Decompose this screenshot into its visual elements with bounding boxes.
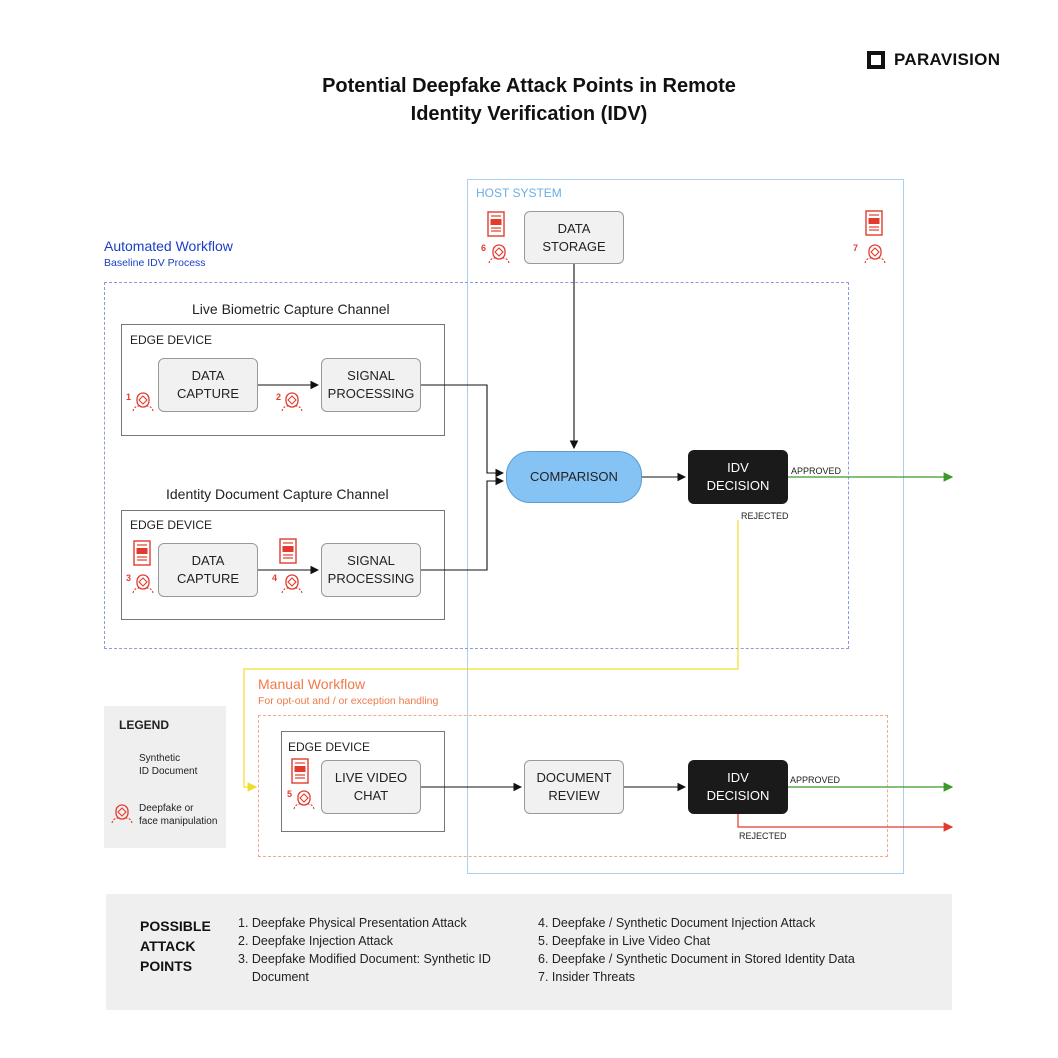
face-icon: [488, 244, 510, 264]
attack-points-panel: [106, 894, 952, 1010]
title-line-1: Potential Deepfake Attack Points in Remo…: [322, 75, 736, 97]
node-text: IDV: [727, 460, 749, 475]
live-video-chat-node: LIVE VIDEO CHAT: [321, 760, 421, 814]
node-text: CAPTURE: [176, 571, 240, 586]
approved-label-auto: APPROVED: [791, 466, 842, 476]
face-icon: [281, 574, 303, 594]
legend-text: ID Document: [139, 766, 198, 777]
channel-bio-title: Live Biometric Capture Channel: [192, 301, 390, 317]
face-icon: [132, 574, 154, 594]
attack-number-6: 6: [481, 243, 487, 253]
signal-processing-doc-node: SIGNAL PROCESSING: [321, 543, 421, 597]
node-text: DOCUMENT: [536, 770, 612, 785]
face-icon: [864, 244, 886, 264]
node-text: STORAGE: [542, 238, 606, 254]
legend-panel: [104, 706, 226, 848]
edge-device-bio-label: EDGE DEVICE: [130, 333, 213, 347]
document-icon: [487, 211, 505, 237]
comparison-node: COMPARISON: [506, 451, 642, 503]
face-icon: [281, 392, 303, 412]
face-icon: [293, 790, 315, 810]
attack-number-7: 7: [853, 243, 859, 253]
paravision-logo: PARAVISION: [866, 48, 1000, 72]
legend-text: face manipulation: [139, 816, 218, 827]
face-icon: [111, 804, 133, 824]
attack-point-item: 5. Deepfake in Live Video Chat: [538, 934, 711, 948]
document-icon: [133, 540, 151, 566]
legend-title: LEGEND: [119, 718, 170, 732]
manual-workflow-subtitle: For opt-out and / or exception handling: [258, 695, 439, 707]
node-text: DATA: [191, 368, 225, 383]
title-line-2: Identity Verification (IDV): [410, 103, 648, 125]
approved-label-manual: APPROVED: [790, 775, 841, 785]
page-title: Potential Deepfake Attack Points in Remo…: [0, 72, 1058, 128]
attack-points-title: POSSIBLE ATTACK POINTS: [140, 916, 211, 976]
paravision-logo-icon: [867, 51, 885, 69]
rejected-label-manual: REJECTED: [739, 831, 787, 841]
document-icon: [865, 210, 883, 236]
automated-workflow-title: Automated Workflow: [104, 238, 233, 254]
legend-text: Deepfake or: [139, 803, 194, 814]
node-text: SIGNAL: [347, 553, 395, 568]
logo-text: PARAVISION: [894, 50, 1001, 69]
attack-title-line: POINTS: [140, 958, 193, 974]
signal-processing-bio-node: SIGNAL PROCESSING: [321, 358, 421, 412]
attack-point-item: Document: [238, 970, 309, 984]
attack-points-list-right: 4. Deepfake / Synthetic Document Injecti…: [538, 914, 855, 986]
node-text: LIVE VIDEO: [334, 770, 408, 785]
idv-decision-manual-node: IDV DECISION: [688, 760, 788, 814]
attack-number-2: 2: [276, 392, 282, 402]
node-text: COMPARISON: [530, 469, 618, 484]
attack-point-item: 6. Deepfake / Synthetic Document in Stor…: [538, 952, 855, 966]
attack-point-item: 2. Deepfake Injection Attack: [238, 934, 393, 948]
idv-decision-auto-node: IDV DECISION: [688, 450, 788, 504]
attack-number-3: 3: [126, 573, 132, 583]
automated-workflow-subtitle: Baseline IDV Process: [104, 257, 206, 269]
edge-device-manual-label: EDGE DEVICE: [288, 740, 371, 754]
attack-point-item: 7. Insider Threats: [538, 970, 636, 984]
node-text: DATA: [557, 220, 591, 236]
node-text: SIGNAL: [347, 368, 395, 383]
node-text: IDV: [727, 770, 749, 785]
document-review-node: DOCUMENT REVIEW: [524, 760, 624, 814]
manual-workflow-title: Manual Workflow: [258, 676, 366, 692]
attack-number-5: 5: [287, 789, 293, 799]
attack-number-4: 4: [272, 573, 278, 583]
document-icon: [291, 758, 309, 784]
channel-doc-title: Identity Document Capture Channel: [166, 486, 389, 502]
attack-point-item: 4. Deepfake / Synthetic Document Injecti…: [538, 916, 816, 930]
document-icon: [279, 538, 297, 564]
data-capture-doc-node: DATA CAPTURE: [158, 543, 258, 597]
rejected-label-auto: REJECTED: [741, 511, 789, 521]
legend-text: Synthetic: [139, 753, 181, 764]
attack-title-line: POSSIBLE: [140, 918, 211, 934]
legend-synthetic-label: Synthetic ID Document: [139, 752, 197, 778]
node-text: DATA: [191, 553, 225, 568]
node-text: DECISION: [706, 478, 770, 493]
node-text: CHAT: [353, 788, 389, 803]
node-text: CAPTURE: [176, 386, 240, 401]
face-icon: [132, 392, 154, 412]
attack-number-1: 1: [126, 392, 132, 402]
edge-device-doc-label: EDGE DEVICE: [130, 518, 213, 532]
legend-deepfake-label: Deepfake or face manipulation: [139, 802, 217, 828]
node-text: REVIEW: [548, 788, 600, 803]
node-text: PROCESSING: [327, 386, 415, 401]
data-storage-node: DATA STORAGE: [524, 211, 624, 264]
attack-point-item: 3. Deepfake Modified Document: Synthetic…: [238, 952, 491, 966]
node-text: PROCESSING: [327, 571, 415, 586]
attack-point-item: 1. Deepfake Physical Presentation Attack: [238, 916, 467, 930]
attack-points-list-left: 1. Deepfake Physical Presentation Attack…: [238, 914, 491, 986]
attack-title-line: ATTACK: [140, 938, 196, 954]
node-text: DECISION: [706, 788, 770, 803]
data-capture-bio-node: DATA CAPTURE: [158, 358, 258, 412]
host-system-label: HOST SYSTEM: [476, 186, 562, 200]
